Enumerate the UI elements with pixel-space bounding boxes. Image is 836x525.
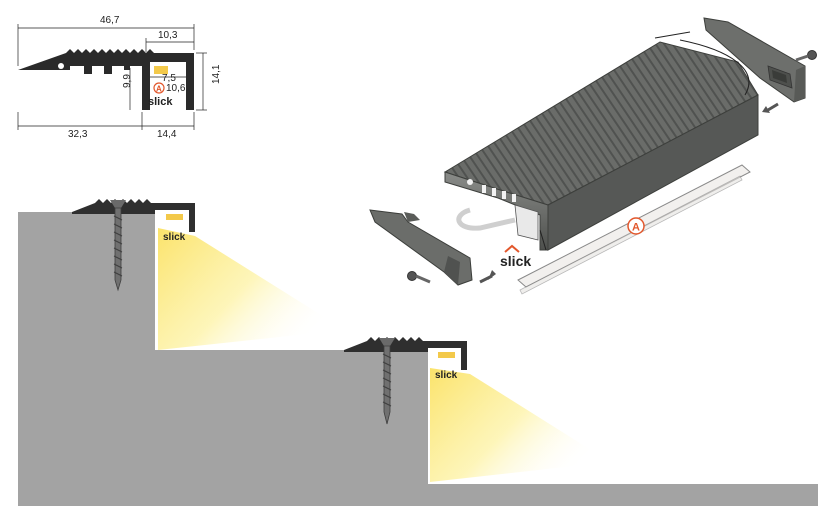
cross-section-drawing: 46,7 10,3 14,1 9,9 7,5 A 10,6 slick 32,3… [17,15,222,140]
exploded-view: A slick [369,17,817,295]
marker-a-circle [153,82,165,94]
light-beam-upper [158,228,345,350]
brand-logo-lower: slick [435,370,458,381]
brand-logo-upper: slick [163,232,186,243]
profile-front-notches [467,179,516,202]
dim-height: 14,1 [211,64,222,84]
profile-body-side [547,94,759,251]
dim-top-channel-width: 10,3 [158,30,178,41]
dim-right-width: 14,4 [157,129,177,140]
brand-logo-large: slick [500,253,531,269]
stair-steps [18,212,818,506]
screw-upper [110,200,126,292]
screw-right [795,50,817,62]
led-strip-coil [456,207,516,231]
profile-teeth [66,49,154,53]
dim-left-width: 32,3 [68,129,88,140]
dim-inner-height: 9,9 [122,74,133,88]
strip-marker-circle [627,217,645,235]
arrow-right-cap [767,102,779,112]
dim-total-width: 46,7 [100,15,120,26]
stairs-illustration: slick slick [18,199,818,506]
end-cap-right [703,17,806,103]
light-beam-lower [430,368,610,482]
led-strip-mini [154,66,168,74]
brand-logo-small: slick [148,96,173,108]
screw-left [407,271,431,284]
dim-channel-width: 7,5 [162,73,176,84]
dim-channel-depth: 10,6 [166,83,186,94]
end-cap-left [369,209,473,286]
screw-lower [379,338,395,425]
strip-marker-large: A [632,222,640,234]
strip-marker-small: A [156,85,162,94]
